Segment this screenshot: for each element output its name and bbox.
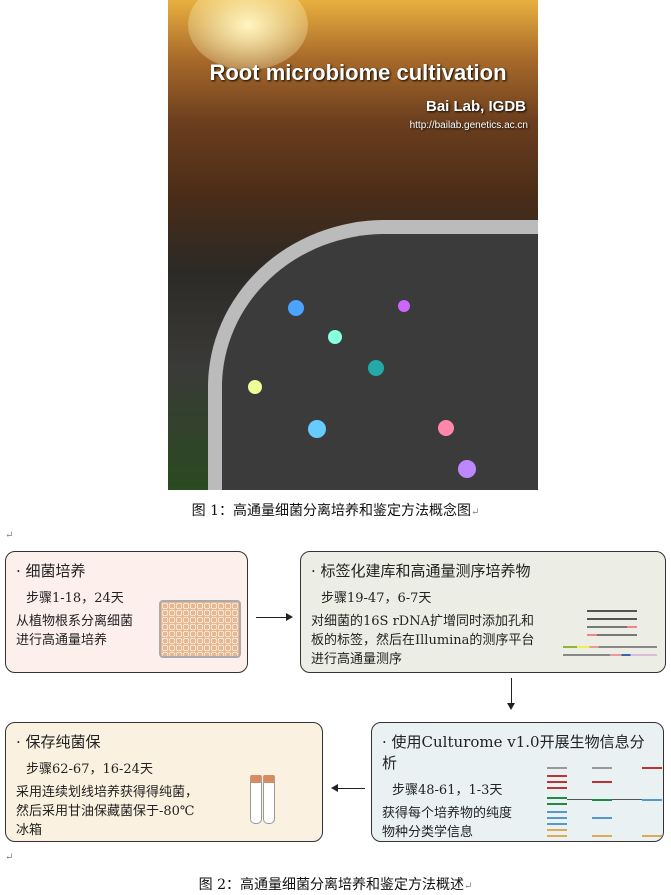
step-title: · 使用Culturome v1.0开展生物信息分析 xyxy=(382,733,645,772)
paragraph-mark: ↵ xyxy=(463,881,473,892)
sun-glow xyxy=(188,0,308,70)
sequencing-reads-icon xyxy=(563,610,659,656)
paragraph-mark: ↵ xyxy=(470,507,480,518)
bacteria-cell xyxy=(308,420,326,438)
paragraph-mark: ↵ xyxy=(5,852,14,863)
poster-url: http://bailab.genetics.ac.cn xyxy=(409,120,528,131)
root-microbiome-poster-image: Root microbiome cultivation Bai Lab, IGD… xyxy=(168,0,538,490)
arrow-left xyxy=(338,788,365,789)
bacteria-cell xyxy=(288,300,304,316)
paragraph-mark: ↵ xyxy=(5,530,14,541)
well-plate-icon xyxy=(159,600,241,658)
bacteria-cell xyxy=(328,330,342,344)
step-box-bioinformatics: · 使用Culturome v1.0开展生物信息分析 步骤48-61，1-3天 … xyxy=(371,722,664,842)
arrow-right xyxy=(256,617,288,618)
bacteria-cell xyxy=(368,360,384,376)
figure2-caption: 图 2：高通量细菌分离培养和鉴定方法概述↵ xyxy=(0,874,671,894)
step-sub: 步骤1-18，24天 xyxy=(26,591,124,606)
taxonomy-reads-icon xyxy=(547,767,662,837)
conveyor-belt xyxy=(208,220,538,490)
step-sub: 步骤19-47，6-7天 xyxy=(321,591,432,606)
step-box-sequencing: · 标签化建库和高通量测序培养物 步骤19-47，6-7天 对细菌的16S rD… xyxy=(300,551,666,673)
step-title: · 保存纯菌保 xyxy=(16,733,101,751)
caption-text: 图 2：高通量细菌分离培养和鉴定方法概述 xyxy=(198,877,464,893)
arrow-head xyxy=(286,613,293,621)
bacteria-cell xyxy=(398,300,410,312)
poster-title: Root microbiome cultivation xyxy=(209,60,507,85)
arrow-head xyxy=(507,703,515,710)
step-desc: 获得每个培养物的纯度物种分类学信息 xyxy=(382,806,513,840)
bacteria-cell xyxy=(438,420,454,436)
step-box-culture: · 细菌培养 步骤1-18，24天 从植物根系分离细菌进行高通量培养 xyxy=(5,551,248,673)
tube-icon xyxy=(263,775,275,824)
poster-lab: Bai Lab, IGDB xyxy=(425,98,526,115)
step-sub: 步骤48-61，1-3天 xyxy=(392,783,503,798)
bacteria-cell xyxy=(248,380,262,394)
arrow-down xyxy=(511,678,512,704)
tube-icon xyxy=(250,775,262,824)
step-box-preserve: · 保存纯菌保 步骤62-67，16-24天 采用连续划线培养获得得纯菌，然后采… xyxy=(5,722,323,842)
step-desc: 对细菌的16S rDNA扩增同时添加孔和板的标签，然后在Illumina的测序平… xyxy=(311,614,535,667)
arrow-head xyxy=(331,784,338,792)
figure1-caption: 图 1：高通量细菌分离培养和鉴定方法概念图↵ xyxy=(0,500,671,520)
step-title: · 细菌培养 xyxy=(16,562,86,580)
step-sub: 步骤62-67，16-24天 xyxy=(26,762,153,777)
step-title: · 标签化建库和高通量测序培养物 xyxy=(311,562,531,580)
caption-text: 图 1：高通量细菌分离培养和鉴定方法概念图 xyxy=(191,503,471,519)
step-desc: 从植物根系分离细菌进行高通量培养 xyxy=(16,614,134,648)
bacteria-cell xyxy=(458,460,476,478)
